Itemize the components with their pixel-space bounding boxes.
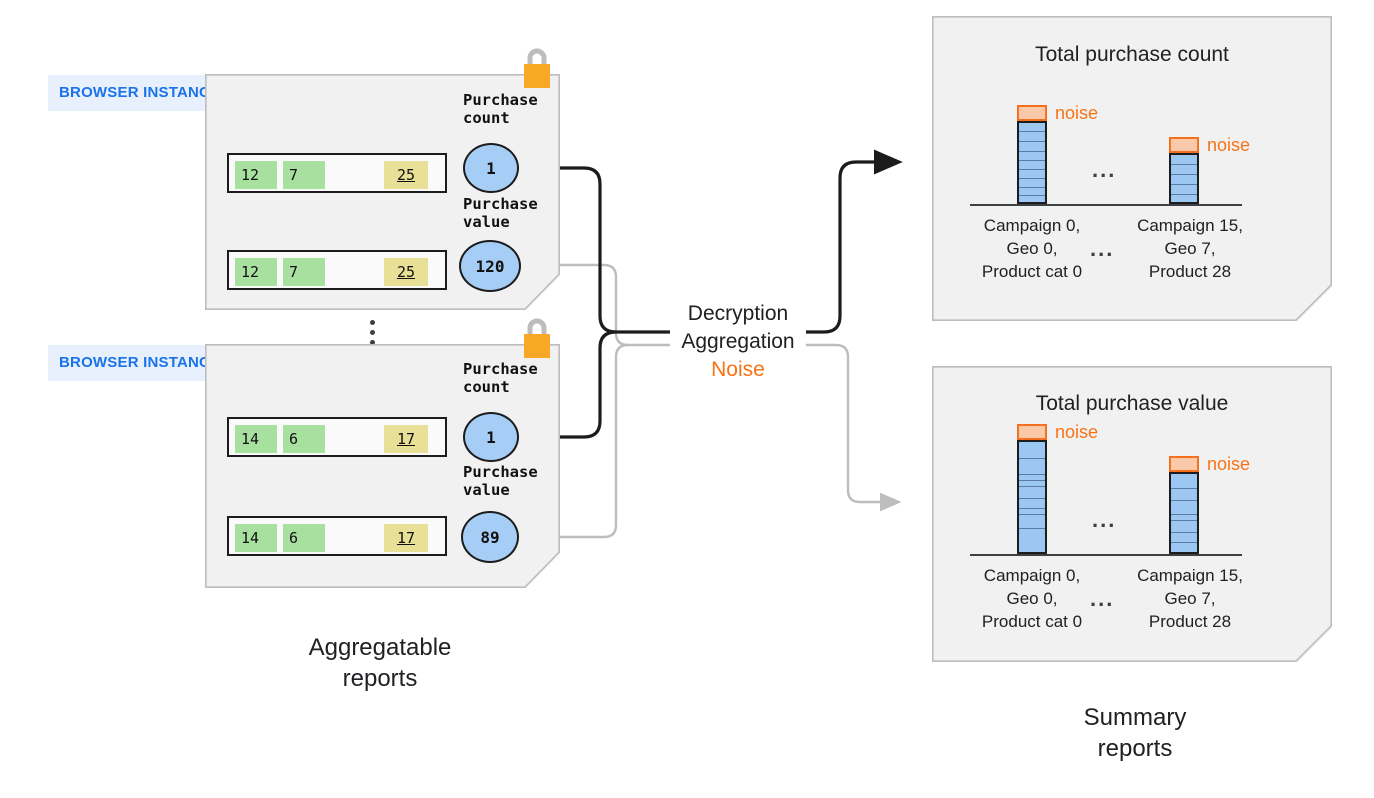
chart-axis-line xyxy=(970,204,1242,206)
panel-title-count: Total purchase count xyxy=(1035,43,1229,66)
report-cell-value: 17 xyxy=(384,524,428,552)
vertical-ellipsis-icon xyxy=(370,320,375,345)
metric-bubble-purchase-value: 120 xyxy=(459,240,521,292)
metric-label-purchase-count: Purchase count xyxy=(463,360,538,396)
summary-panel-count: Total purchase count noise ... noise Cam… xyxy=(932,16,1332,321)
right-caption: Summary reports xyxy=(1083,704,1187,762)
processing-line-aggregation: Aggregation xyxy=(681,330,795,353)
report-row: 12 7 25 xyxy=(227,250,447,290)
chart-mid-ellipsis: ... xyxy=(1092,157,1117,182)
noise-segment-campaign-0 xyxy=(1017,105,1047,121)
x-axis-label-campaign-0: Campaign 0, Geo 0, Product cat 0 xyxy=(981,566,1083,631)
metric-bubble-purchase-count: 1 xyxy=(463,412,519,462)
metric-bubble-purchase-value: 89 xyxy=(461,511,519,563)
processing-line-noise: Noise xyxy=(711,358,765,381)
report-row: 12 7 25 xyxy=(227,153,447,193)
processing-line-decryption: Decryption xyxy=(687,302,789,325)
x-axis-label-campaign-15: Campaign 15, Geo 7, Product 28 xyxy=(1137,566,1243,631)
bar-campaign-15 xyxy=(1169,153,1199,204)
metric-label-purchase-value: Purchase value xyxy=(463,195,538,231)
report-cell-key-2: 7 xyxy=(283,258,325,286)
noise-label-right: noise xyxy=(1207,135,1251,155)
noise-segment-campaign-15 xyxy=(1169,137,1199,153)
x-axis-label-campaign-0: Campaign 0, Geo 0, Product cat 0 xyxy=(981,216,1083,281)
noise-segment-campaign-0 xyxy=(1017,424,1047,440)
x-axis-ellipsis: ... xyxy=(1090,586,1115,611)
report-cell-key-1: 14 xyxy=(235,524,277,552)
noise-label-right: noise xyxy=(1207,454,1251,474)
lock-icon xyxy=(520,314,554,360)
report-cell-key-1: 12 xyxy=(235,258,277,286)
noise-label-left: noise xyxy=(1055,422,1099,442)
report-cell-key-1: 14 xyxy=(235,425,277,453)
processing-stage-label: Decryption Aggregation Noise xyxy=(672,300,804,384)
left-caption: Aggregatable reports xyxy=(308,634,452,692)
aggregatable-report-card-n: 14 6 17 Purchase count 1 14 6 17 Purchas… xyxy=(205,318,560,588)
report-cell-value: 25 xyxy=(384,258,428,286)
report-cell-key-2: 6 xyxy=(283,524,325,552)
aggregatable-report-card-1: 12 7 25 Purchase count 1 12 7 25 Purchas… xyxy=(205,48,560,310)
metric-bubble-purchase-count: 1 xyxy=(463,143,519,193)
x-axis-ellipsis: ... xyxy=(1090,236,1115,261)
metric-label-purchase-value: Purchase value xyxy=(463,463,538,499)
report-cell-key-1: 12 xyxy=(235,161,277,189)
report-row: 14 6 17 xyxy=(227,516,447,556)
lock-icon xyxy=(520,44,554,90)
bar-campaign-15 xyxy=(1169,472,1199,554)
report-cell-value: 25 xyxy=(384,161,428,189)
chart-axis-line xyxy=(970,554,1242,556)
report-cell-key-2: 6 xyxy=(283,425,325,453)
noise-segment-campaign-15 xyxy=(1169,456,1199,472)
report-cell-value: 17 xyxy=(384,425,428,453)
report-row: 14 6 17 xyxy=(227,417,447,457)
chart-mid-ellipsis: ... xyxy=(1092,507,1117,532)
x-axis-label-campaign-15: Campaign 15, Geo 7, Product 28 xyxy=(1137,216,1243,281)
summary-panel-value: Total purchase value noise ... noise Cam… xyxy=(932,366,1332,662)
panel-title-value: Total purchase value xyxy=(1035,392,1229,415)
report-cell-key-2: 7 xyxy=(283,161,325,189)
bar-campaign-0 xyxy=(1017,121,1047,204)
bar-campaign-0 xyxy=(1017,440,1047,554)
metric-label-purchase-count: Purchase count xyxy=(463,91,538,127)
noise-label-left: noise xyxy=(1055,103,1099,123)
